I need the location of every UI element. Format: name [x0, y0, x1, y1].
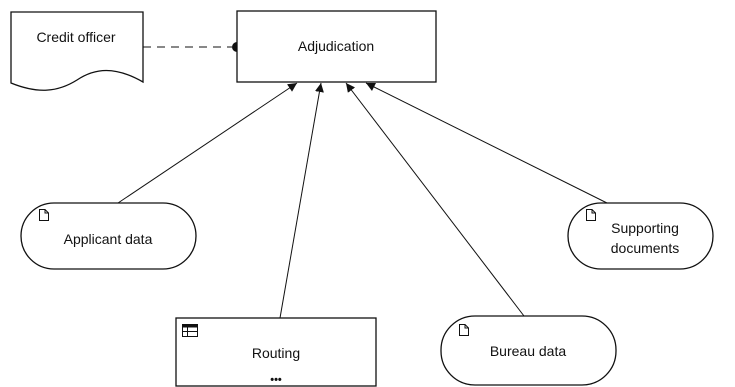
- node-routing[interactable]: Routing •••: [175, 317, 377, 387]
- node-credit-officer[interactable]: Credit officer: [10, 11, 144, 91]
- node-applicant-data[interactable]: Applicant data: [20, 202, 197, 270]
- edge-supporting-documents-adjudication[interactable]: [365, 82, 608, 204]
- edge-routing-adjudication[interactable]: [279, 82, 324, 319]
- node-applicant-data-label: Applicant data: [64, 231, 153, 247]
- node-supporting-documents[interactable]: Supporting documents: [567, 202, 714, 270]
- edges: [117, 42, 608, 319]
- node-credit-officer-label: Credit officer: [36, 29, 115, 45]
- node-supporting-documents-label-line1: Supporting: [611, 220, 679, 236]
- node-routing-more-indicator[interactable]: •••: [270, 374, 282, 386]
- document-icon: [39, 209, 49, 221]
- edge-bureau-data-adjudication[interactable]: [345, 82, 525, 317]
- node-bureau-data-label: Bureau data: [490, 343, 566, 359]
- table-icon: [182, 324, 198, 337]
- node-adjudication[interactable]: Adjudication: [236, 10, 437, 83]
- document-icon: [586, 209, 596, 221]
- node-supporting-documents-label-line2: documents: [611, 240, 679, 256]
- node-bureau-data[interactable]: Bureau data: [440, 315, 617, 386]
- node-adjudication-label: Adjudication: [298, 38, 374, 54]
- node-routing-label: Routing: [252, 345, 300, 361]
- document-icon: [459, 324, 469, 336]
- edge-applicant-data-adjudication[interactable]: [117, 82, 298, 204]
